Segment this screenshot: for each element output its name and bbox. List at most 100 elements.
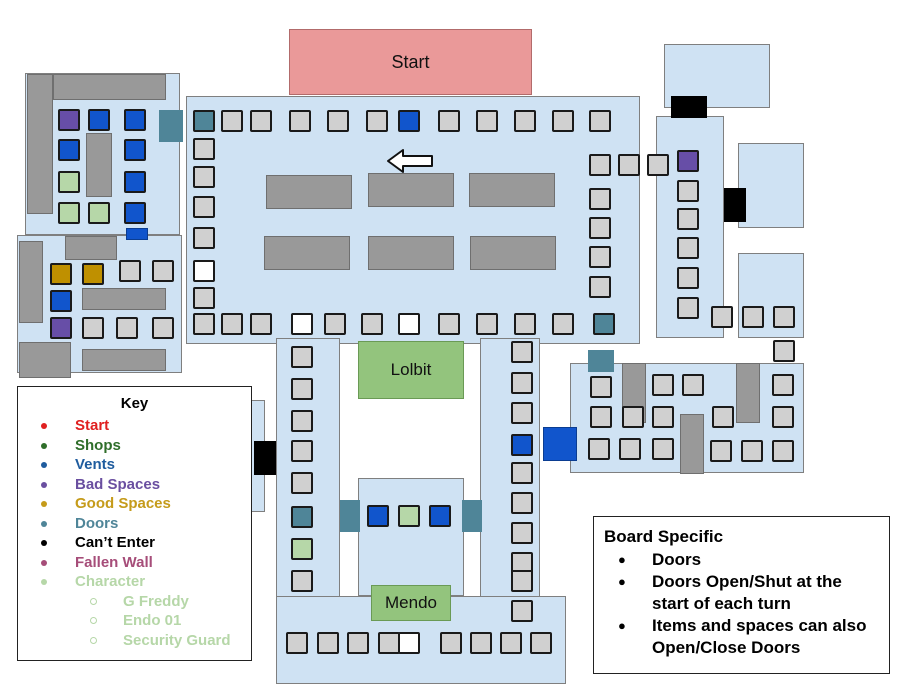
board-space — [589, 154, 611, 176]
board-space — [589, 110, 611, 132]
vent-space — [429, 505, 451, 527]
room-main-hall — [186, 96, 640, 344]
board-space — [470, 632, 492, 654]
board-space — [652, 406, 674, 428]
board-space — [772, 440, 794, 462]
board-space — [193, 138, 215, 160]
character-space — [398, 505, 420, 527]
board-space — [511, 462, 533, 484]
board-space — [291, 346, 313, 368]
vent[interactable] — [543, 427, 577, 461]
vent-space — [124, 202, 146, 224]
board-space — [286, 632, 308, 654]
good-space — [82, 263, 104, 285]
board-space — [511, 522, 533, 544]
board-space — [773, 306, 795, 328]
board-space — [116, 317, 138, 339]
board-space — [652, 438, 674, 460]
board-space — [378, 632, 400, 654]
board-space — [589, 246, 611, 268]
board-space — [291, 410, 313, 432]
vent-space — [124, 171, 146, 193]
key-item-start: Start — [18, 416, 251, 436]
board-space — [119, 260, 141, 282]
key-sub-item-security-guard: Security Guard — [18, 631, 251, 651]
board-specific-item: Items and spaces can also Open/Close Doo… — [604, 615, 879, 659]
table — [470, 236, 556, 270]
key-item-fallen-wall: Fallen Wall — [18, 553, 251, 573]
vent[interactable] — [126, 228, 148, 240]
door-space — [291, 506, 313, 528]
left-arrow-icon — [387, 149, 433, 173]
wall-bar — [82, 349, 166, 371]
board-space — [710, 440, 732, 462]
lolbit-shop: Lolbit — [358, 341, 464, 399]
board-space — [589, 217, 611, 239]
board-space — [677, 180, 699, 202]
board-specific-item: Doors Open/Shut at the start of each tur… — [604, 571, 879, 615]
door[interactable] — [588, 350, 614, 372]
character-space — [88, 202, 110, 224]
character-space — [291, 538, 313, 560]
table — [264, 236, 350, 270]
board-specific-list: Doors Doors Open/Shut at the start of ea… — [604, 549, 879, 659]
board-space — [193, 196, 215, 218]
cant-enter — [671, 96, 707, 118]
vent-space — [50, 290, 72, 312]
board-space — [291, 570, 313, 592]
vent-space — [124, 109, 146, 131]
key-item-shops: Shops — [18, 436, 251, 456]
door[interactable] — [462, 500, 482, 532]
key-sub-item-g-freddy: G Freddy — [18, 592, 251, 612]
board-space — [511, 492, 533, 514]
door[interactable] — [340, 500, 360, 532]
board-specific-item: Doors — [604, 549, 879, 571]
vent-space — [58, 139, 80, 161]
board-space — [366, 110, 388, 132]
board-space — [741, 440, 763, 462]
board-space — [712, 406, 734, 428]
board-space — [193, 313, 215, 335]
board-space — [500, 632, 522, 654]
board-space — [291, 378, 313, 400]
mendo-shop: Mendo — [371, 585, 451, 621]
door-space — [193, 110, 215, 132]
wall-bar — [86, 133, 112, 197]
board-space — [289, 110, 311, 132]
circle-icon — [90, 617, 97, 624]
board-space — [347, 632, 369, 654]
board-specific-title: Board Specific — [604, 527, 724, 546]
board-space — [677, 267, 699, 289]
board-space — [511, 600, 533, 622]
bullet-icon — [41, 579, 47, 585]
board-space — [511, 372, 533, 394]
board-space — [221, 313, 243, 335]
empty-space — [291, 313, 313, 335]
board-space — [250, 313, 272, 335]
table — [368, 173, 454, 207]
key-item-cant-enter: Can’t Enter — [18, 533, 251, 553]
board-space — [590, 406, 612, 428]
board-space — [530, 632, 552, 654]
board-space — [619, 438, 641, 460]
cant-enter — [724, 188, 746, 222]
vent-space — [398, 110, 420, 132]
vent-space — [124, 139, 146, 161]
bullet-icon — [41, 423, 47, 429]
board-space — [438, 313, 460, 335]
board-space — [361, 313, 383, 335]
board-specific-box: Board Specific Doors Doors Open/Shut at … — [593, 516, 890, 674]
key-list: Start Shops Vents Bad Spaces Good Spaces… — [18, 416, 251, 650]
key-item-bad-spaces: Bad Spaces — [18, 475, 251, 495]
cant-enter — [254, 441, 276, 475]
bullet-icon — [41, 559, 47, 566]
board-space — [152, 317, 174, 339]
board-space — [622, 406, 644, 428]
board-space — [476, 110, 498, 132]
board-space — [476, 313, 498, 335]
circle-icon — [90, 597, 97, 605]
board-space — [317, 632, 339, 654]
board-space — [82, 317, 104, 339]
vent-space — [367, 505, 389, 527]
door[interactable] — [159, 110, 183, 142]
